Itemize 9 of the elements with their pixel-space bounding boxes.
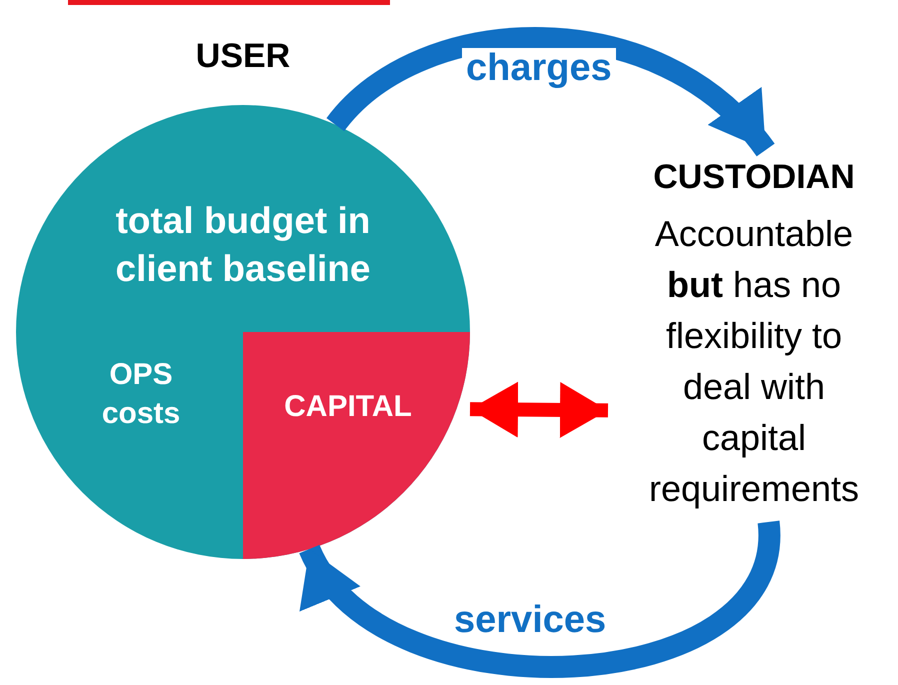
quadrant-label: CAPITAL <box>283 390 413 424</box>
heading: USER <box>194 37 292 76</box>
arrow <box>470 382 608 438</box>
heading: CUSTODIAN <box>652 158 856 197</box>
quadrant-label: OPS costs <box>100 357 182 432</box>
edge-label: charges <box>462 48 616 90</box>
circle-label: total budget in client baseline <box>114 199 372 292</box>
arrow <box>327 27 774 158</box>
description: Accountable but has no flexibility to deal with capital requirements <box>648 212 860 511</box>
